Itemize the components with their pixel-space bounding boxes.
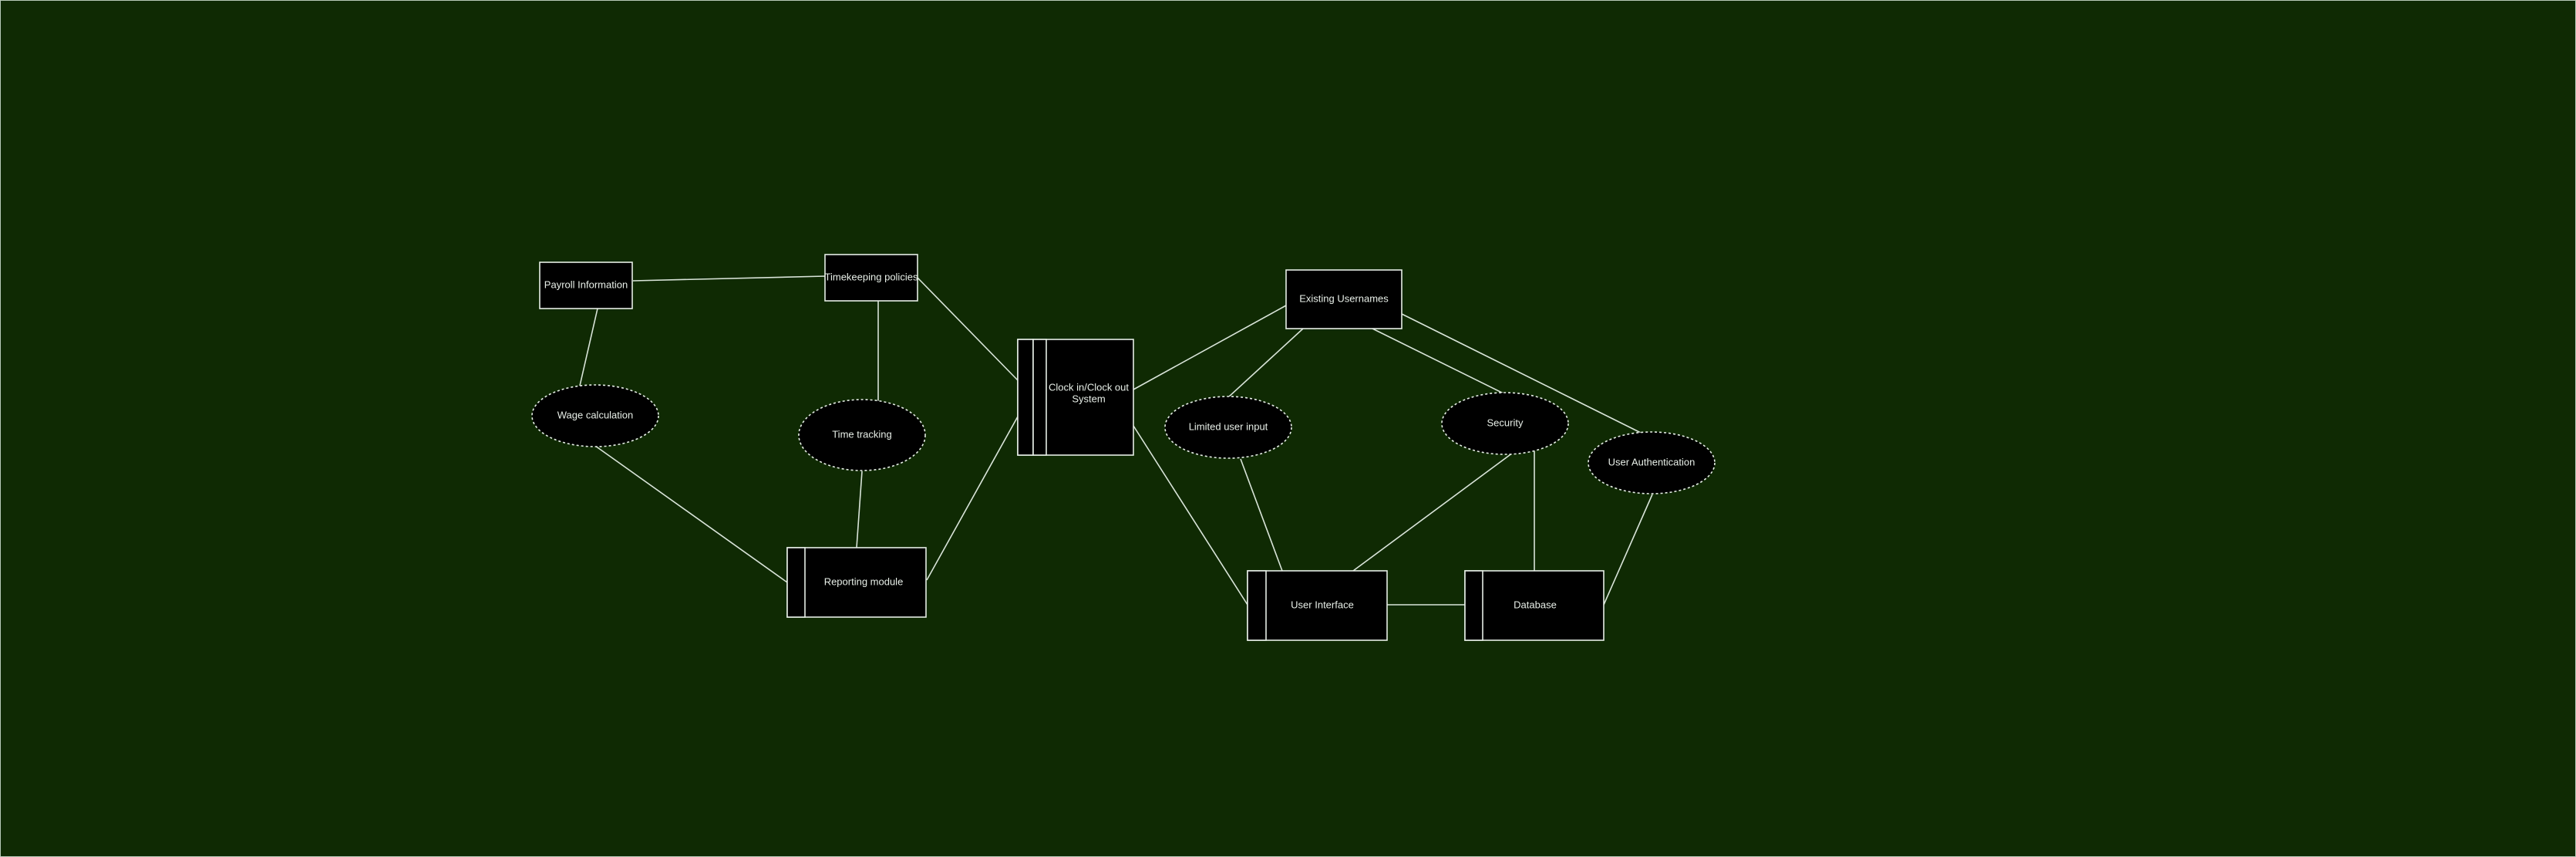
edge-clock-usernames — [1133, 305, 1287, 390]
database-label: Database — [1514, 599, 1557, 610]
user-interface-label: User Interface — [1291, 599, 1354, 610]
timekeeping-policies-label: Timekeeping policies — [825, 271, 918, 282]
limited-user-input-label: Limited user input — [1189, 420, 1268, 432]
clock-system-label-line2: System — [1072, 393, 1105, 404]
edge-wage-reporting — [594, 445, 788, 583]
time-tracking-label: Time tracking — [832, 428, 892, 440]
edge-security-userinterface — [1352, 452, 1514, 572]
edge-auth-database — [1603, 494, 1653, 606]
edge-timetracking-reporting — [856, 471, 863, 548]
user-authentication-label: User Authentication — [1608, 456, 1695, 467]
security-node: Security — [1441, 392, 1569, 455]
edges — [579, 275, 1653, 606]
user-authentication-node: User Authentication — [1588, 431, 1716, 494]
user-interface-node: User Interface — [1247, 570, 1388, 641]
payroll-information-label: Payroll Information — [544, 278, 628, 290]
edge-usernames-auth — [1395, 310, 1643, 434]
wage-calculation-label: Wage calculation — [557, 409, 634, 420]
payroll-information-node: Payroll Information — [539, 261, 633, 309]
edge-clock-userinterface — [1133, 425, 1248, 606]
existing-usernames-node: Existing Usernames — [1285, 269, 1402, 329]
wage-calculation-node: Wage calculation — [531, 384, 659, 447]
edge-reporting-clock — [926, 416, 1019, 581]
reporting-module-label: Reporting module — [824, 575, 904, 587]
edge-usernames-limited — [1227, 328, 1304, 398]
edge-limited-userinterface — [1240, 458, 1283, 572]
edge-payroll-timekeeping — [632, 275, 827, 282]
clock-system-label-line1: Clock in/Clock out — [1049, 381, 1129, 393]
limited-user-input-node: Limited user input — [1164, 396, 1292, 459]
time-tracking-node: Time tracking — [798, 399, 926, 471]
clock-system-node: Clock in/Clock out System — [1017, 339, 1134, 456]
timekeeping-policies-node: Timekeeping policies — [824, 254, 918, 302]
reporting-module-node: Reporting module — [786, 547, 927, 618]
edge-usernames-security — [1372, 328, 1504, 394]
edge-payroll-wage — [579, 308, 598, 386]
database-node: Database — [1464, 570, 1605, 641]
existing-usernames-label: Existing Usernames — [1299, 292, 1389, 304]
edge-timekeeping-clock — [917, 277, 1019, 381]
security-label: Security — [1487, 417, 1524, 428]
